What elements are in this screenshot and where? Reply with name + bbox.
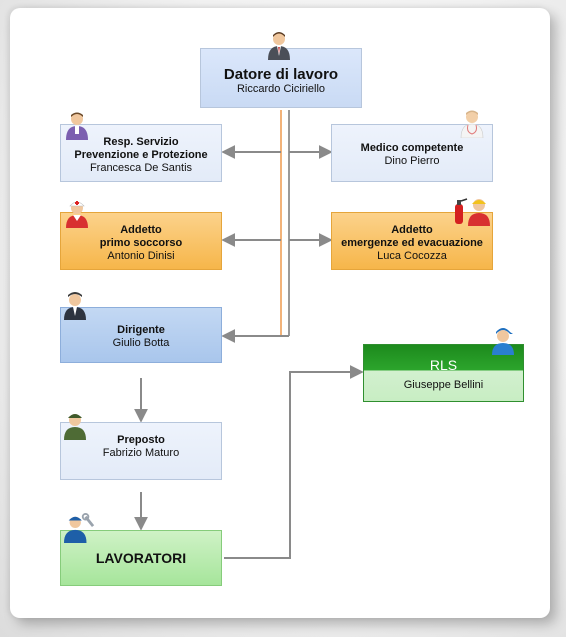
node-datore-person: Riccardo Ciciriello (236, 83, 326, 95)
node-emergenze: Addetto emergenze ed evacuazione Luca Co… (331, 212, 493, 270)
doctor-icon (460, 110, 484, 138)
businessman-icon (268, 32, 290, 60)
node-preposto-person: Fabrizio Maturo (102, 447, 180, 459)
safety-manager-icon (66, 112, 88, 140)
arrow-to-rls (224, 365, 364, 559)
node-medico-person: Dino Pierro (384, 155, 440, 167)
node-preposto: Preposto Fabrizio Maturo (60, 422, 222, 480)
node-medico-title: Medico competente (360, 142, 464, 154)
fire-extinguisher-icon (455, 198, 490, 226)
node-rspp-person: Francesca De Santis (89, 162, 193, 174)
node-lavoratori: LAVORATORI (60, 530, 222, 586)
node-dirigente-person: Giulio Botta (112, 337, 170, 349)
manager-icon (64, 292, 86, 320)
node-primo-soccorso-person: Antonio Dinisi (107, 250, 175, 262)
node-rls-person: Giuseppe Bellini (403, 379, 484, 391)
node-primo-soccorso-title-line2: primo soccorso (99, 237, 183, 249)
node-rls-title: RLS (429, 357, 458, 373)
supervisor-icon (64, 414, 86, 440)
worker-cap-icon (492, 328, 514, 355)
node-datore-title: Datore di lavoro (223, 66, 339, 83)
node-rspp: Resp. Servizio Prevenzione e Protezione … (60, 124, 222, 182)
node-emergenze-person: Luca Cocozza (377, 250, 447, 262)
node-dirigente: Dirigente Giulio Botta (60, 307, 222, 363)
node-lavoratori-title: LAVORATORI (95, 550, 187, 566)
node-primo-soccorso-title-line1: Addetto (120, 224, 162, 236)
first-aid-worker-icon (66, 201, 88, 228)
node-datore: Datore di lavoro Riccardo Ciciriello (200, 48, 362, 108)
node-emergenze-title-line1: Addetto (391, 224, 433, 236)
node-emergenze-title-line2: emergenze ed evacuazione (341, 237, 483, 249)
node-dirigente-title: Dirigente (117, 324, 165, 336)
worker-wrench-icon (64, 513, 95, 543)
node-rspp-title-line2: Prevenzione e Protezione (74, 149, 208, 161)
node-preposto-title: Preposto (117, 434, 165, 446)
node-rspp-title-line1: Resp. Servizio (103, 136, 179, 148)
